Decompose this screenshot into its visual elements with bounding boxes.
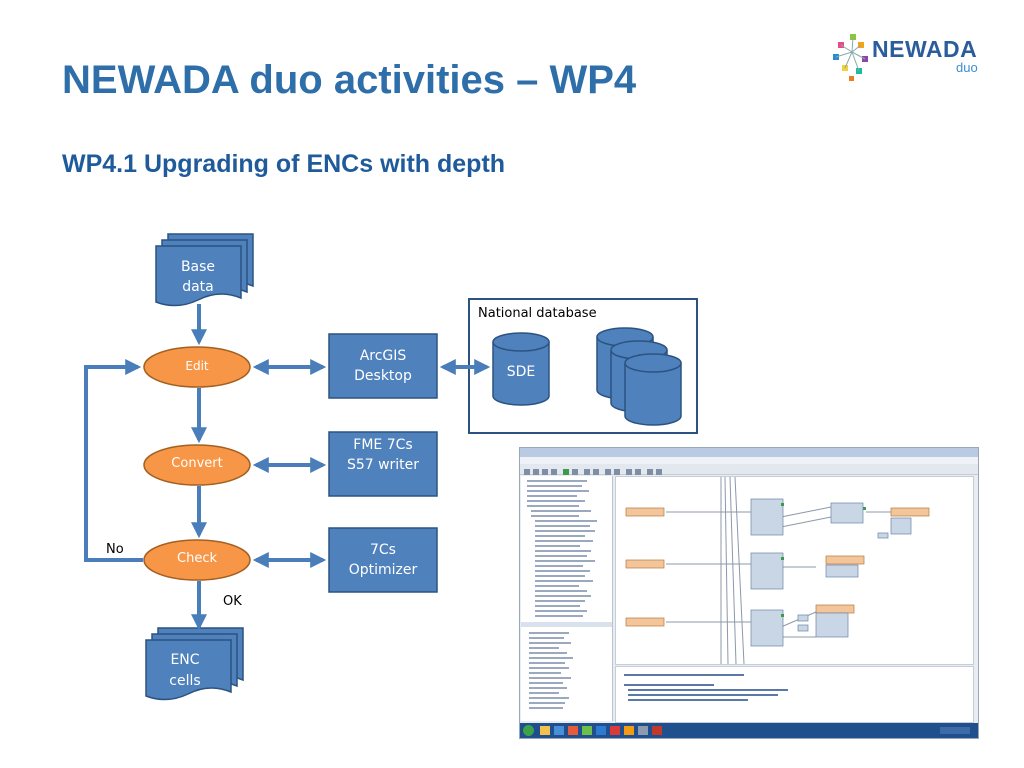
optimizer-label: 7Cs Optimizer [348, 542, 418, 578]
base-data-label: Base data [180, 259, 216, 295]
base-data-document-stack [155, 233, 254, 307]
fme-box [328, 431, 438, 497]
slide-title: NEWADA duo activities – WP4 [62, 58, 637, 102]
convert-label: Convert [171, 456, 223, 471]
taskbar-icons [540, 726, 970, 735]
check-ellipse [143, 539, 251, 581]
screenshot-titlebar [520, 448, 978, 457]
sde-cylinder [492, 332, 550, 406]
enc-cells-label: ENC cells [169, 652, 201, 689]
navigator-tree [521, 480, 612, 709]
navigator-panel [521, 476, 613, 721]
logo-sub: duo [956, 60, 978, 75]
convert-ellipse [143, 444, 251, 486]
windows-taskbar [520, 723, 978, 738]
database-cylinder-stack [596, 327, 682, 426]
screenshot-toolbar [520, 464, 978, 475]
check-label: Check [177, 551, 217, 566]
no-label: No [106, 542, 124, 557]
newada-logo-mark-icon [833, 34, 868, 81]
arcgis-box [328, 333, 438, 399]
start-button-icon [523, 725, 534, 736]
sde-label: SDE [506, 364, 536, 380]
log-panel [615, 666, 974, 723]
slide-subtitle: WP4.1 Upgrading of ENCs with depth [62, 150, 506, 178]
fme-workbench-screenshot [519, 447, 979, 739]
newada-logo: NEWADA duo [832, 32, 992, 82]
enc-cells-document-stack [145, 627, 244, 701]
screenshot-menubar [520, 457, 978, 464]
workspace-canvas [615, 476, 974, 665]
optimizer-box [328, 527, 438, 593]
edit-label: Edit [185, 359, 209, 373]
workspace-graph [625, 476, 930, 665]
log-text [624, 674, 788, 701]
national-database-label: National database [478, 306, 597, 321]
logo-name: NEWADA [872, 36, 978, 62]
ok-label: OK [223, 594, 242, 609]
toolbar-icons [524, 469, 662, 475]
arrow-check-no-loop [84, 359, 143, 562]
arcgis-label: ArcGIS Desktop [354, 348, 412, 384]
fme-label: FME 7Cs S57 writer [346, 437, 420, 473]
edit-ellipse [143, 346, 251, 388]
